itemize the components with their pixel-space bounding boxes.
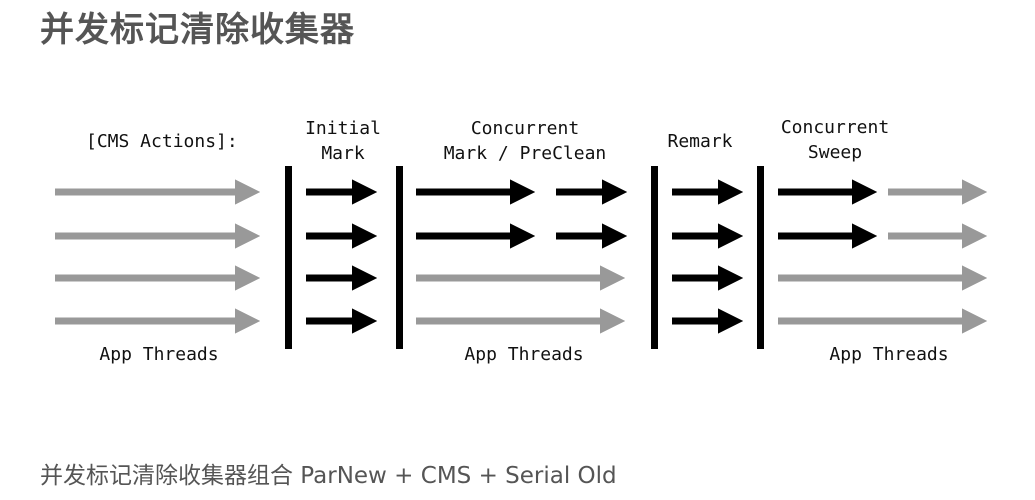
phase-concurrent-sweep-line1: Concurrent <box>781 117 889 138</box>
separator-bar-1 <box>285 166 292 349</box>
separator-bar-3 <box>651 166 658 349</box>
app-threads-label-1: App Threads <box>99 344 218 365</box>
phase-initial-mark-line2: Mark <box>321 143 365 164</box>
page-title: 并发标记清除收集器 <box>40 10 355 50</box>
phase-concurrent-sweep-line2: Sweep <box>808 142 862 163</box>
phase-remark-label: Remark <box>667 131 732 152</box>
separator-bar-2 <box>396 166 403 349</box>
cms-actions-label: [CMS Actions]: <box>86 131 238 152</box>
app-threads-label-3: App Threads <box>829 344 948 365</box>
app-threads-label-2: App Threads <box>464 344 583 365</box>
separator-bar-4 <box>757 166 764 349</box>
phase-initial-mark-line1: Initial <box>305 118 381 139</box>
footer-caption: 并发标记清除收集器组合 ParNew + CMS + Serial Old <box>40 463 617 489</box>
phase-concurrent-mark-line1: Concurrent <box>471 118 579 139</box>
phase-concurrent-mark-line2: Mark / PreClean <box>444 143 607 164</box>
